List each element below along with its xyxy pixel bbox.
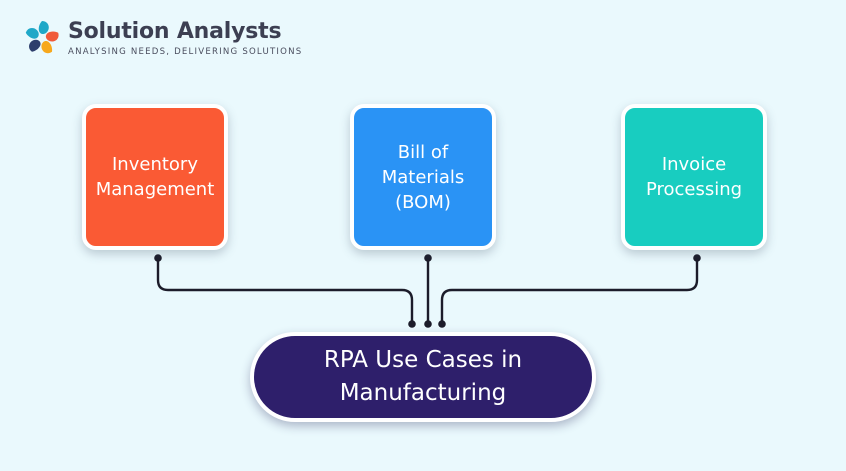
box-label-line: Materials — [381, 166, 465, 188]
hub-label-line: Manufacturing — [339, 380, 507, 406]
box-label-line: Processing — [645, 179, 743, 200]
use-case-inventory-management: Inventory Management — [82, 104, 228, 250]
logo-star-icon — [25, 21, 59, 54]
brand-tagline: ANALYSING NEEDS, DELIVERING SOLUTIONS — [68, 46, 303, 57]
box-label-line: Invoice — [661, 154, 727, 175]
connector-dot — [408, 320, 416, 328]
connector-dot — [438, 320, 446, 328]
brand-name: Solution Analysts — [68, 18, 282, 44]
box-label-line: (BOM) — [395, 191, 451, 213]
connector-dot — [424, 254, 432, 262]
hub-label-line: RPA Use Cases in — [323, 347, 523, 373]
box-label-line: Inventory — [112, 154, 198, 175]
box-label-line: Bill of — [397, 141, 449, 163]
use-case-bill-of-materials: Bill of Materials (BOM) — [350, 104, 496, 250]
use-case-invoice-processing: Invoice Processing — [621, 104, 767, 250]
box-label-line: Management — [95, 179, 215, 200]
connector-invoice — [440, 256, 699, 326]
connector-dot — [424, 320, 432, 328]
connector-inventory — [156, 256, 414, 326]
connector-dot — [154, 254, 162, 262]
company-logo: Solution Analysts ANALYSING NEEDS, DELIV… — [22, 18, 302, 58]
connector-dot — [693, 254, 701, 262]
rpa-manufacturing-hub: RPA Use Cases in Manufacturing — [250, 332, 596, 422]
